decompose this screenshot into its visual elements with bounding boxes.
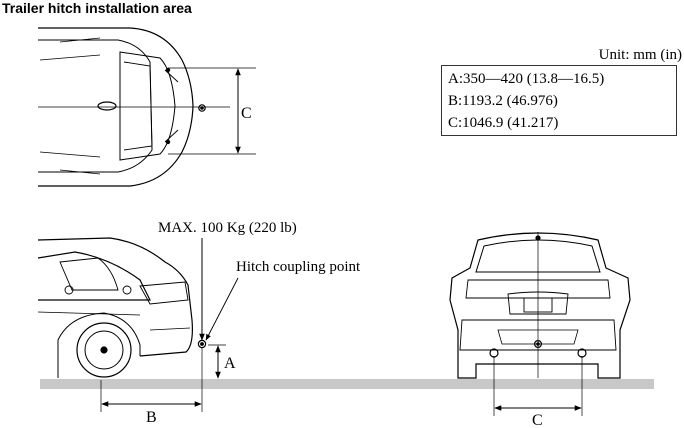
hitch-leader [205, 277, 239, 341]
spec-table: A:350—420 (13.8—16.5) B:1193.2 (46.976) … [441, 65, 677, 136]
page-title: Trailer hitch installation area [2, 0, 192, 16]
spec-c: C:1046.9 (41.217) [448, 115, 559, 131]
max-load-label: MAX. 100 Kg (220 lb) [158, 220, 297, 236]
unit-label: Unit: mm (in) [598, 47, 682, 63]
side-view-car [37, 237, 207, 378]
rear-c-label: C [532, 412, 543, 428]
side-a-label: A [224, 355, 236, 372]
rear-view-car [449, 232, 631, 379]
spec-b: B:1193.2 (46.976) [448, 93, 558, 109]
ground [40, 379, 654, 389]
top-c-label: C [241, 105, 252, 122]
hitch-point-label: Hitch coupling point [236, 259, 361, 275]
side-b-label: B [146, 409, 157, 426]
spec-a: A:350—420 (13.8—16.5) [448, 71, 605, 87]
top-view-car [38, 27, 206, 187]
